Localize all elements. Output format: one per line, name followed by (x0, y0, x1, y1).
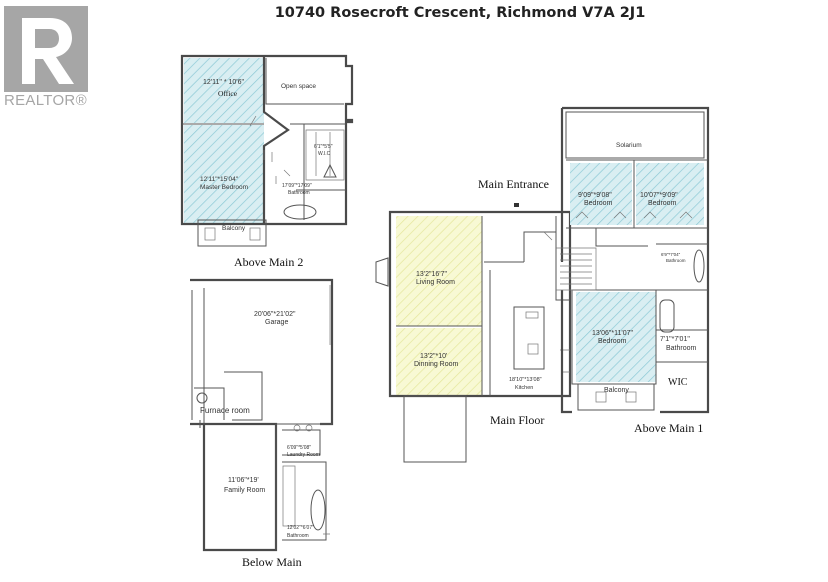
realtor-logo-text: REALTOR® (4, 92, 87, 109)
kitchen-island (513, 306, 545, 370)
wic-shelving (305, 129, 345, 181)
below-bath-name: Bathroom (287, 533, 309, 539)
family-dims: 11'06"*19' (228, 477, 259, 484)
bath-dims: 17'09"*17'09" (282, 183, 312, 189)
plan-above-main-2: 12'11" * 10'6" Office Open space 6'1"*5'… (180, 54, 354, 269)
family-bath-tub (310, 489, 326, 531)
family-bath-vanity (282, 465, 296, 527)
balcony-chair-right (249, 227, 261, 241)
above-main-1-partitions (565, 111, 708, 385)
realtor-r-logo-icon (4, 6, 88, 92)
kitchen-name: Kitchen (515, 385, 533, 391)
solarium-label: Solarium (616, 142, 642, 149)
above-main-2-walls (180, 54, 354, 226)
interior-partitions (182, 58, 346, 220)
deck (403, 395, 467, 463)
wic-name: W.I.C (318, 151, 331, 157)
open-space-label: Open space (281, 83, 316, 90)
bath2-name: Bathroom (666, 345, 697, 352)
dining-dims: 13'2"*10' (420, 353, 447, 360)
interior-wall (262, 56, 290, 224)
below-bath-dims: 12'02"*6'07" (287, 525, 314, 531)
stairs (556, 247, 597, 291)
realtor-logo (4, 6, 88, 92)
caption-below-main: Below Main (242, 555, 302, 569)
bath-1-tub (693, 249, 705, 283)
office-name: Office (218, 89, 238, 98)
toilet-icon (323, 163, 337, 178)
plan-below-main: 20'06"*21'02" Garage Furnace room 6'09"*… (190, 278, 334, 569)
caption-main-floor: Main Floor (490, 413, 544, 427)
plan-above-main-1: Solarium 9'09"*9'08" Bedroom 10'07"*9'09… (556, 106, 710, 435)
closet-doors (575, 211, 693, 219)
bed2-name: Bedroom (648, 200, 677, 207)
bed2-dims: 10'07"*9'09" (640, 192, 678, 199)
bed3-dims: 13'06"*11'07" (592, 330, 634, 337)
bed1-dims: 9'09"*9'08" (578, 192, 612, 199)
bedroom-3-room (576, 292, 656, 382)
bedroom-1-room (570, 163, 632, 225)
wic-label: WIC (668, 377, 688, 388)
garage-name: Garage (265, 319, 288, 326)
bath-name: Bathroom (288, 190, 310, 196)
balcony-label: Balcony (222, 225, 246, 232)
laundry-dryer (305, 424, 313, 432)
family-name: Family Room (224, 487, 265, 494)
balcony-2-chair-left (595, 391, 607, 403)
cooktop-icon (527, 343, 539, 355)
master-name: Master Bedroom (200, 184, 248, 191)
main-floor-partitions (396, 216, 570, 396)
main-floor-details (543, 231, 570, 373)
furnace-label: Furnace room (200, 406, 250, 415)
balcony-2-label: Balcony (604, 387, 629, 394)
kitchen-dims: 18'10"*13'08" (509, 377, 542, 383)
caption-above-main-1: Above Main 1 (634, 421, 703, 435)
balcony-chair-left (204, 227, 216, 241)
master-bedroom-room (184, 125, 264, 223)
living-dims: 13'2"16'7" (416, 271, 448, 278)
page-title: 10740 Rosecroft Crescent, Richmond V7A 2… (274, 5, 646, 21)
bath-2-tub (659, 299, 675, 333)
bed3-name: Bedroom (598, 338, 627, 345)
laundry-bath-partitions (275, 424, 327, 550)
door-swings (249, 115, 291, 184)
laundry-name: Laundry Room (287, 452, 320, 458)
plan-main-floor: Main Entrance 13'2"16'7" Living Room 13'… (375, 177, 572, 463)
garage-door (323, 285, 331, 535)
bath1-name: Bathroom (666, 258, 686, 263)
main-floor-walls (388, 210, 572, 398)
dining-name: Dinning Room (414, 361, 459, 368)
below-main-partitions (191, 288, 332, 428)
balcony-outline (197, 219, 267, 247)
office-dims: 12'11" * 10'6" (203, 79, 245, 86)
bathtub (283, 204, 317, 220)
bed1-name: Bedroom (584, 200, 613, 207)
caption-above-main-2: Above Main 2 (234, 255, 303, 269)
living-name: Living Room (416, 279, 455, 286)
dining-room (396, 328, 482, 396)
garage-dims: 20'06"*21'02" (254, 311, 296, 318)
balcony-2-chair-right (625, 391, 637, 403)
bay-window (375, 257, 389, 287)
master-dims: 12'11"*15'04" (200, 176, 239, 183)
sink-icon (525, 311, 539, 319)
living-room (396, 216, 482, 326)
above-main-1-walls (560, 106, 710, 414)
laundry-dims: 6'09"*5'08" (287, 445, 311, 451)
main-entrance-marker (514, 203, 519, 207)
bath2-dims: 7'1"*7'01" (660, 336, 690, 343)
main-entrance-label: Main Entrance (478, 177, 549, 191)
furnace-icon (196, 392, 208, 404)
balcony-2-outline (577, 383, 655, 411)
wic-dims: 6'1"*5'5" (314, 144, 333, 150)
bath1-dims: 6'9"*7'04" (661, 252, 681, 257)
office-room (184, 58, 264, 123)
laundry-washer (293, 424, 301, 432)
